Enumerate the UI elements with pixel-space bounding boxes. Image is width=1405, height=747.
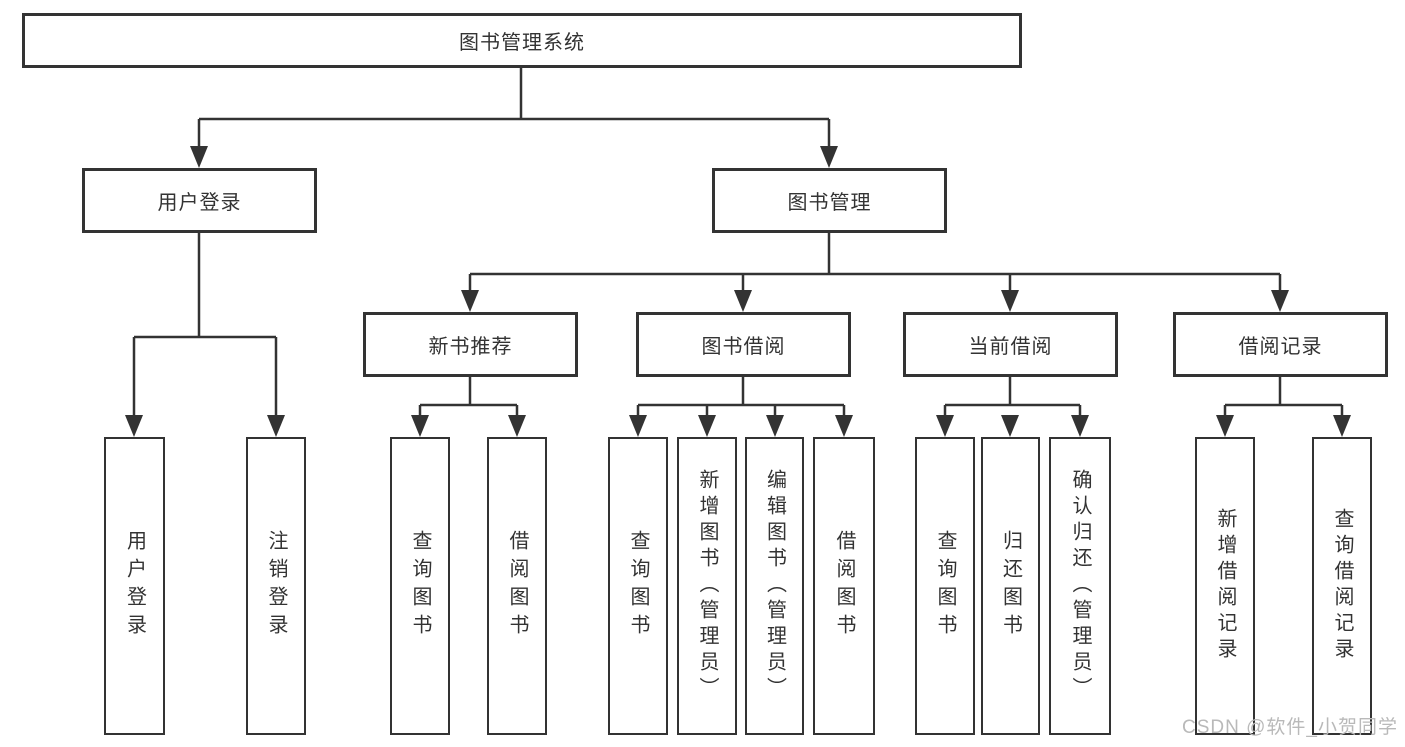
node-user-login-label: 用户登录 bbox=[157, 192, 242, 214]
csdn-watermark: CSDN @软件_小贺同学 bbox=[1182, 717, 1398, 738]
node-new-book-recommend: 新书推荐 bbox=[363, 312, 578, 377]
leaf-records-add: 新增借阅记录 bbox=[1195, 437, 1255, 735]
leaf-borrow-borrow-label: 借阅图书 bbox=[833, 530, 855, 642]
leaf-records-add-label: 新增借阅记录 bbox=[1214, 508, 1236, 664]
node-book-borrow-label: 图书借阅 bbox=[701, 336, 786, 358]
leaf-borrow-edit-admin: 编辑图书（管理员） bbox=[745, 437, 804, 735]
leaf-current-return: 归还图书 bbox=[981, 437, 1040, 735]
node-book-management-label: 图书管理 bbox=[787, 192, 872, 214]
leaf-user-login: 用户登录 bbox=[104, 437, 165, 735]
leaf-current-confirm-admin-label: 确认归还（管理员） bbox=[1069, 469, 1091, 703]
leaf-borrow-query-label: 查询图书 bbox=[627, 530, 649, 642]
leaf-current-query-label: 查询图书 bbox=[934, 530, 956, 642]
leaf-user-login-label: 用户登录 bbox=[123, 530, 146, 642]
node-borrow-records: 借阅记录 bbox=[1173, 312, 1388, 377]
leaf-records-query: 查询借阅记录 bbox=[1312, 437, 1372, 735]
node-current-borrow-label: 当前借阅 bbox=[968, 336, 1053, 358]
leaf-current-query: 查询图书 bbox=[915, 437, 975, 735]
node-root-label: 图书管理系统 bbox=[459, 32, 585, 54]
leaf-newbook-borrow-label: 借阅图书 bbox=[506, 530, 528, 642]
leaf-borrow-query: 查询图书 bbox=[608, 437, 668, 735]
node-current-borrow: 当前借阅 bbox=[903, 312, 1118, 377]
node-user-login: 用户登录 bbox=[82, 168, 317, 233]
node-root: 图书管理系统 bbox=[22, 13, 1022, 68]
leaf-current-confirm-admin: 确认归还（管理员） bbox=[1049, 437, 1111, 735]
node-book-management: 图书管理 bbox=[712, 168, 947, 233]
leaf-newbook-borrow: 借阅图书 bbox=[487, 437, 547, 735]
leaf-newbook-query-label: 查询图书 bbox=[409, 530, 431, 642]
node-new-book-recommend-label: 新书推荐 bbox=[428, 336, 513, 358]
leaf-records-query-label: 查询借阅记录 bbox=[1331, 508, 1353, 664]
leaf-borrow-add-admin: 新增图书（管理员） bbox=[677, 437, 737, 735]
leaf-borrow-add-admin-label: 新增图书（管理员） bbox=[696, 469, 718, 703]
leaf-logout: 注销登录 bbox=[246, 437, 306, 735]
leaf-newbook-query: 查询图书 bbox=[390, 437, 450, 735]
leaf-borrow-edit-admin-label: 编辑图书（管理员） bbox=[763, 469, 786, 703]
leaf-current-return-label: 归还图书 bbox=[999, 530, 1022, 642]
leaf-logout-label: 注销登录 bbox=[265, 530, 287, 642]
node-book-borrow: 图书借阅 bbox=[636, 312, 851, 377]
node-borrow-records-label: 借阅记录 bbox=[1238, 336, 1323, 358]
leaf-borrow-borrow: 借阅图书 bbox=[813, 437, 875, 735]
